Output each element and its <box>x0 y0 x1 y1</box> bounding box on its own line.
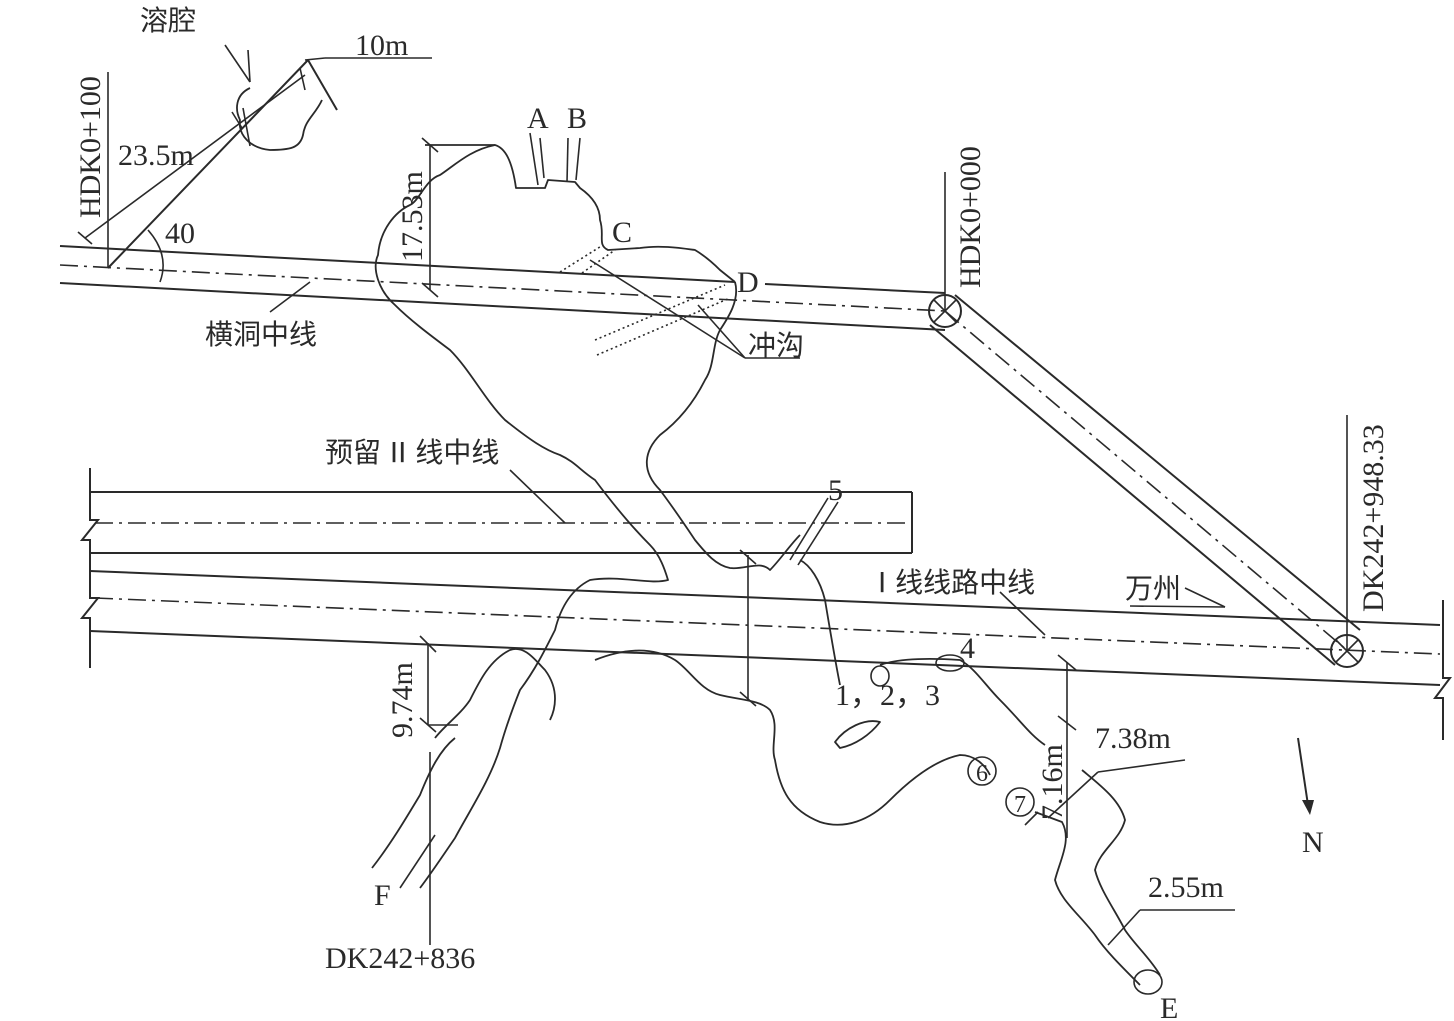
label-station-dk242-836: DK242+836 <box>325 942 475 975</box>
transverse-adit <box>59 245 1361 666</box>
label-point-7: 7 <box>1014 792 1026 818</box>
leader-adit-centerline <box>269 281 311 313</box>
label-dim-7-16m: 7.16m <box>1036 744 1069 820</box>
label-point-6: 6 <box>976 761 988 787</box>
label-adit-centerline: 横洞中线 <box>205 318 317 351</box>
label-dim-23-5m: 23.5m <box>118 139 194 172</box>
label-dim-17-53m: 17.53m <box>396 171 429 262</box>
fissures-a-b <box>529 132 581 186</box>
left-break-line <box>79 468 101 668</box>
reserved-line-2 <box>90 469 913 554</box>
label-dim-9-74m: 9.74m <box>386 662 419 738</box>
label-point-a: A <box>527 102 549 135</box>
karst-cavity-sketch <box>77 44 432 283</box>
main-line-1 <box>89 570 1441 686</box>
label-station-hdk0-100: HDK0+100 <box>74 76 107 218</box>
circle-marker-7 <box>1005 787 1035 817</box>
junction-marker-hdk0-000 <box>928 172 962 328</box>
label-dim-10m: 10m <box>355 29 408 62</box>
circle-marker-6 <box>967 756 997 786</box>
label-point-e: E <box>1160 992 1178 1021</box>
dimension-lines <box>399 137 1235 946</box>
label-dim-2-55m: 2.55m <box>1148 871 1224 904</box>
cave-outline <box>371 144 1163 995</box>
label-direction-wanzhou: 万州 <box>1125 572 1181 605</box>
label-point-b: B <box>567 102 587 135</box>
label-points-1-2-3: 1，2，3 <box>835 679 940 712</box>
label-point-5: 5 <box>828 474 843 507</box>
label-point-4: 4 <box>960 632 975 665</box>
label-angle-40: 40 <box>165 217 195 250</box>
label-line1-centerline: I 线线路中线 <box>878 566 1035 599</box>
label-point-f: F <box>374 879 391 912</box>
erosion-gully <box>559 244 800 359</box>
label-point-c: C <box>612 216 632 249</box>
label-erosion-gully: 冲沟 <box>748 329 804 362</box>
label-line2-centerline: 预留 II 线中线 <box>325 436 499 469</box>
label-point-d: D <box>737 266 759 299</box>
label-karst-cavity: 溶腔 <box>140 4 196 37</box>
label-station-hdk0-000: HDK0+000 <box>954 146 987 288</box>
right-break-line <box>1433 600 1452 740</box>
north-arrow-icon <box>1297 737 1314 815</box>
label-station-dk242-948: DK242+948.33 <box>1357 424 1390 612</box>
label-dim-7-38m: 7.38m <box>1095 722 1171 755</box>
label-north: N <box>1302 826 1324 859</box>
